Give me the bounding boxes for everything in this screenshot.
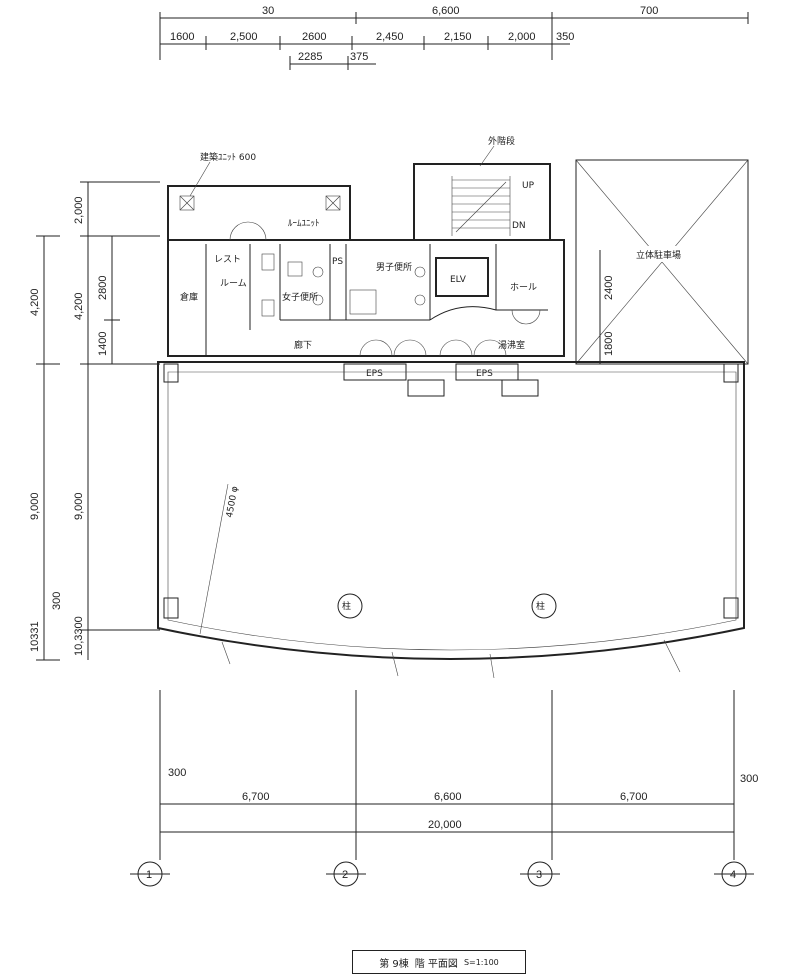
top-dim-row2-3: 2,450 [376, 31, 404, 43]
right-dim-1: 1800 [603, 332, 615, 356]
bottom-edge-right: 300 [740, 773, 758, 785]
corridor-label: 廊下 [294, 339, 312, 351]
elevator-label: ELV [450, 275, 467, 285]
bottom-dimensions: 300 300 6,700 6,600 6,700 20,000 [159, 690, 758, 860]
left-outer-2: 10331 [29, 621, 41, 652]
title-floor: 階 平面図 [414, 958, 458, 970]
mens-label: 男子便所 [376, 261, 412, 273]
left-dimensions: 4,200 9,000 10331 2,000 4,200 2800 1400 … [29, 181, 160, 661]
axis-4: 4 [730, 869, 736, 881]
stairs-up: UP [522, 181, 535, 191]
bottom-total: 20,000 [428, 819, 462, 831]
rest2-label: ルーム [220, 278, 247, 289]
ladies-label: 女子便所 [282, 291, 318, 303]
eps-1: EPS [366, 369, 383, 379]
grid-axes: 1 2 3 4 [130, 861, 754, 887]
parking-label: 立体駐車場 [636, 249, 681, 261]
bottom-edge-left: 300 [168, 767, 186, 779]
title-main: 第 9棟 [379, 958, 409, 970]
service-core: 建築ﾕﾆｯﾄ 600 ﾙｰﾑﾕﾆｯﾄ 外階段 UP DN [167, 135, 565, 397]
drawing-title-block: 第 9棟 階 平面図 S=1:100 [352, 950, 526, 974]
top-dim-row2-2: 2600 [302, 31, 326, 43]
left-inner-5: 300 [51, 592, 63, 610]
break-room-label: 湯沸室 [498, 339, 525, 351]
top-dim-row3-0: 2285 [298, 51, 322, 63]
stair-treads [452, 179, 510, 229]
eps-2: EPS [476, 369, 493, 379]
stairs-dn: DN [512, 221, 526, 231]
title-scale: S=1:100 [463, 957, 499, 967]
top-dim-row2-1: 2,500 [230, 31, 258, 43]
left-inner-6: 10,3300 [73, 616, 85, 656]
bottom-span-0: 6,700 [242, 791, 270, 803]
top-dim-row1-2: 700 [640, 5, 658, 17]
rest-label: レスト [214, 255, 241, 265]
top-dim-row2-4: 2,150 [444, 31, 472, 43]
hall-label: ホール [510, 282, 537, 293]
top-dim-row2-6: 350 [556, 31, 574, 43]
top-dim-row2-5: 2,000 [508, 31, 536, 43]
axis-3: 3 [536, 869, 542, 881]
top-dim-row1-0: 30 [262, 5, 274, 17]
roof-note: 建築ﾕﾆｯﾄ 600 [200, 151, 256, 163]
column-1: 柱 [342, 600, 351, 612]
left-inner-2: 2800 [97, 276, 109, 300]
storage-label: 倉庫 [180, 291, 198, 303]
top-dim-row1-1: 6,600 [432, 5, 460, 17]
top-dimensions: 30 6,600 700 1600 2,500 2600 2,450 2,150… [159, 5, 749, 70]
left-outer-1: 9,000 [29, 492, 41, 520]
right-dim-0: 2400 [603, 276, 615, 300]
stairs-label: 外階段 [488, 135, 515, 147]
parking-annex: 立体駐車場 2400 1800 [575, 159, 749, 365]
left-inner-3: 1400 [97, 332, 109, 356]
left-inner-0: 2,000 [73, 196, 85, 224]
top-dim-row3-1: 375 [350, 51, 368, 63]
left-inner-4: 9,000 [73, 492, 85, 520]
left-outer-0: 4,200 [29, 288, 41, 316]
axis-1: 1 [146, 869, 152, 881]
ps-label: PS [332, 257, 343, 267]
column-2: 柱 [536, 600, 545, 612]
bottom-span-2: 6,700 [620, 791, 648, 803]
left-inner-1: 4,200 [73, 292, 85, 320]
top-dim-row2-0: 1600 [170, 31, 194, 43]
main-hall: 4500 φ 柱 柱 [157, 361, 745, 679]
unit-label: ﾙｰﾑﾕﾆｯﾄ [288, 219, 320, 229]
axis-2: 2 [342, 869, 348, 881]
radius-label: 4500 φ [225, 486, 240, 519]
bottom-span-1: 6,600 [434, 791, 462, 803]
